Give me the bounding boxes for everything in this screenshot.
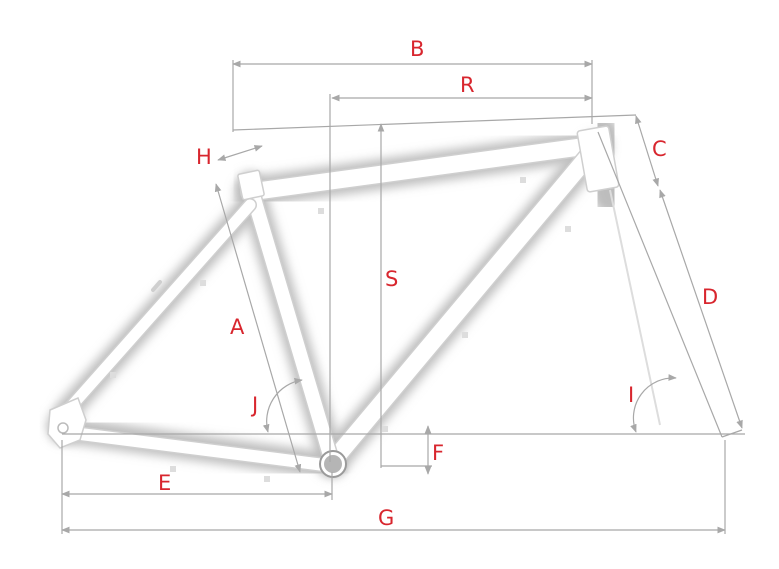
label-f: F (432, 441, 444, 465)
label-r: R (460, 73, 475, 97)
label-j: J (250, 393, 258, 417)
dim-line-d (659, 189, 743, 429)
dim-line-c (635, 115, 659, 187)
angle-arc-j (262, 377, 303, 433)
label-h: H (196, 145, 212, 169)
dimension-lines (61, 60, 745, 534)
label-s: S (385, 267, 398, 291)
label-e: E (158, 471, 171, 495)
label-a: A (230, 315, 245, 339)
label-b: B (410, 37, 424, 61)
dim-line-h (217, 145, 263, 161)
label-g: G (378, 506, 394, 530)
bike-frame (47, 115, 661, 482)
dim-line-fork-axis (597, 131, 723, 438)
angle-arc-i (630, 374, 677, 433)
label-d: D (702, 285, 718, 309)
label-i: I (628, 383, 634, 407)
dimension-labels: B R C H S D A J I F E G (158, 37, 718, 530)
dim-ext-top-reference (232, 114, 637, 131)
label-c: C (652, 137, 667, 161)
